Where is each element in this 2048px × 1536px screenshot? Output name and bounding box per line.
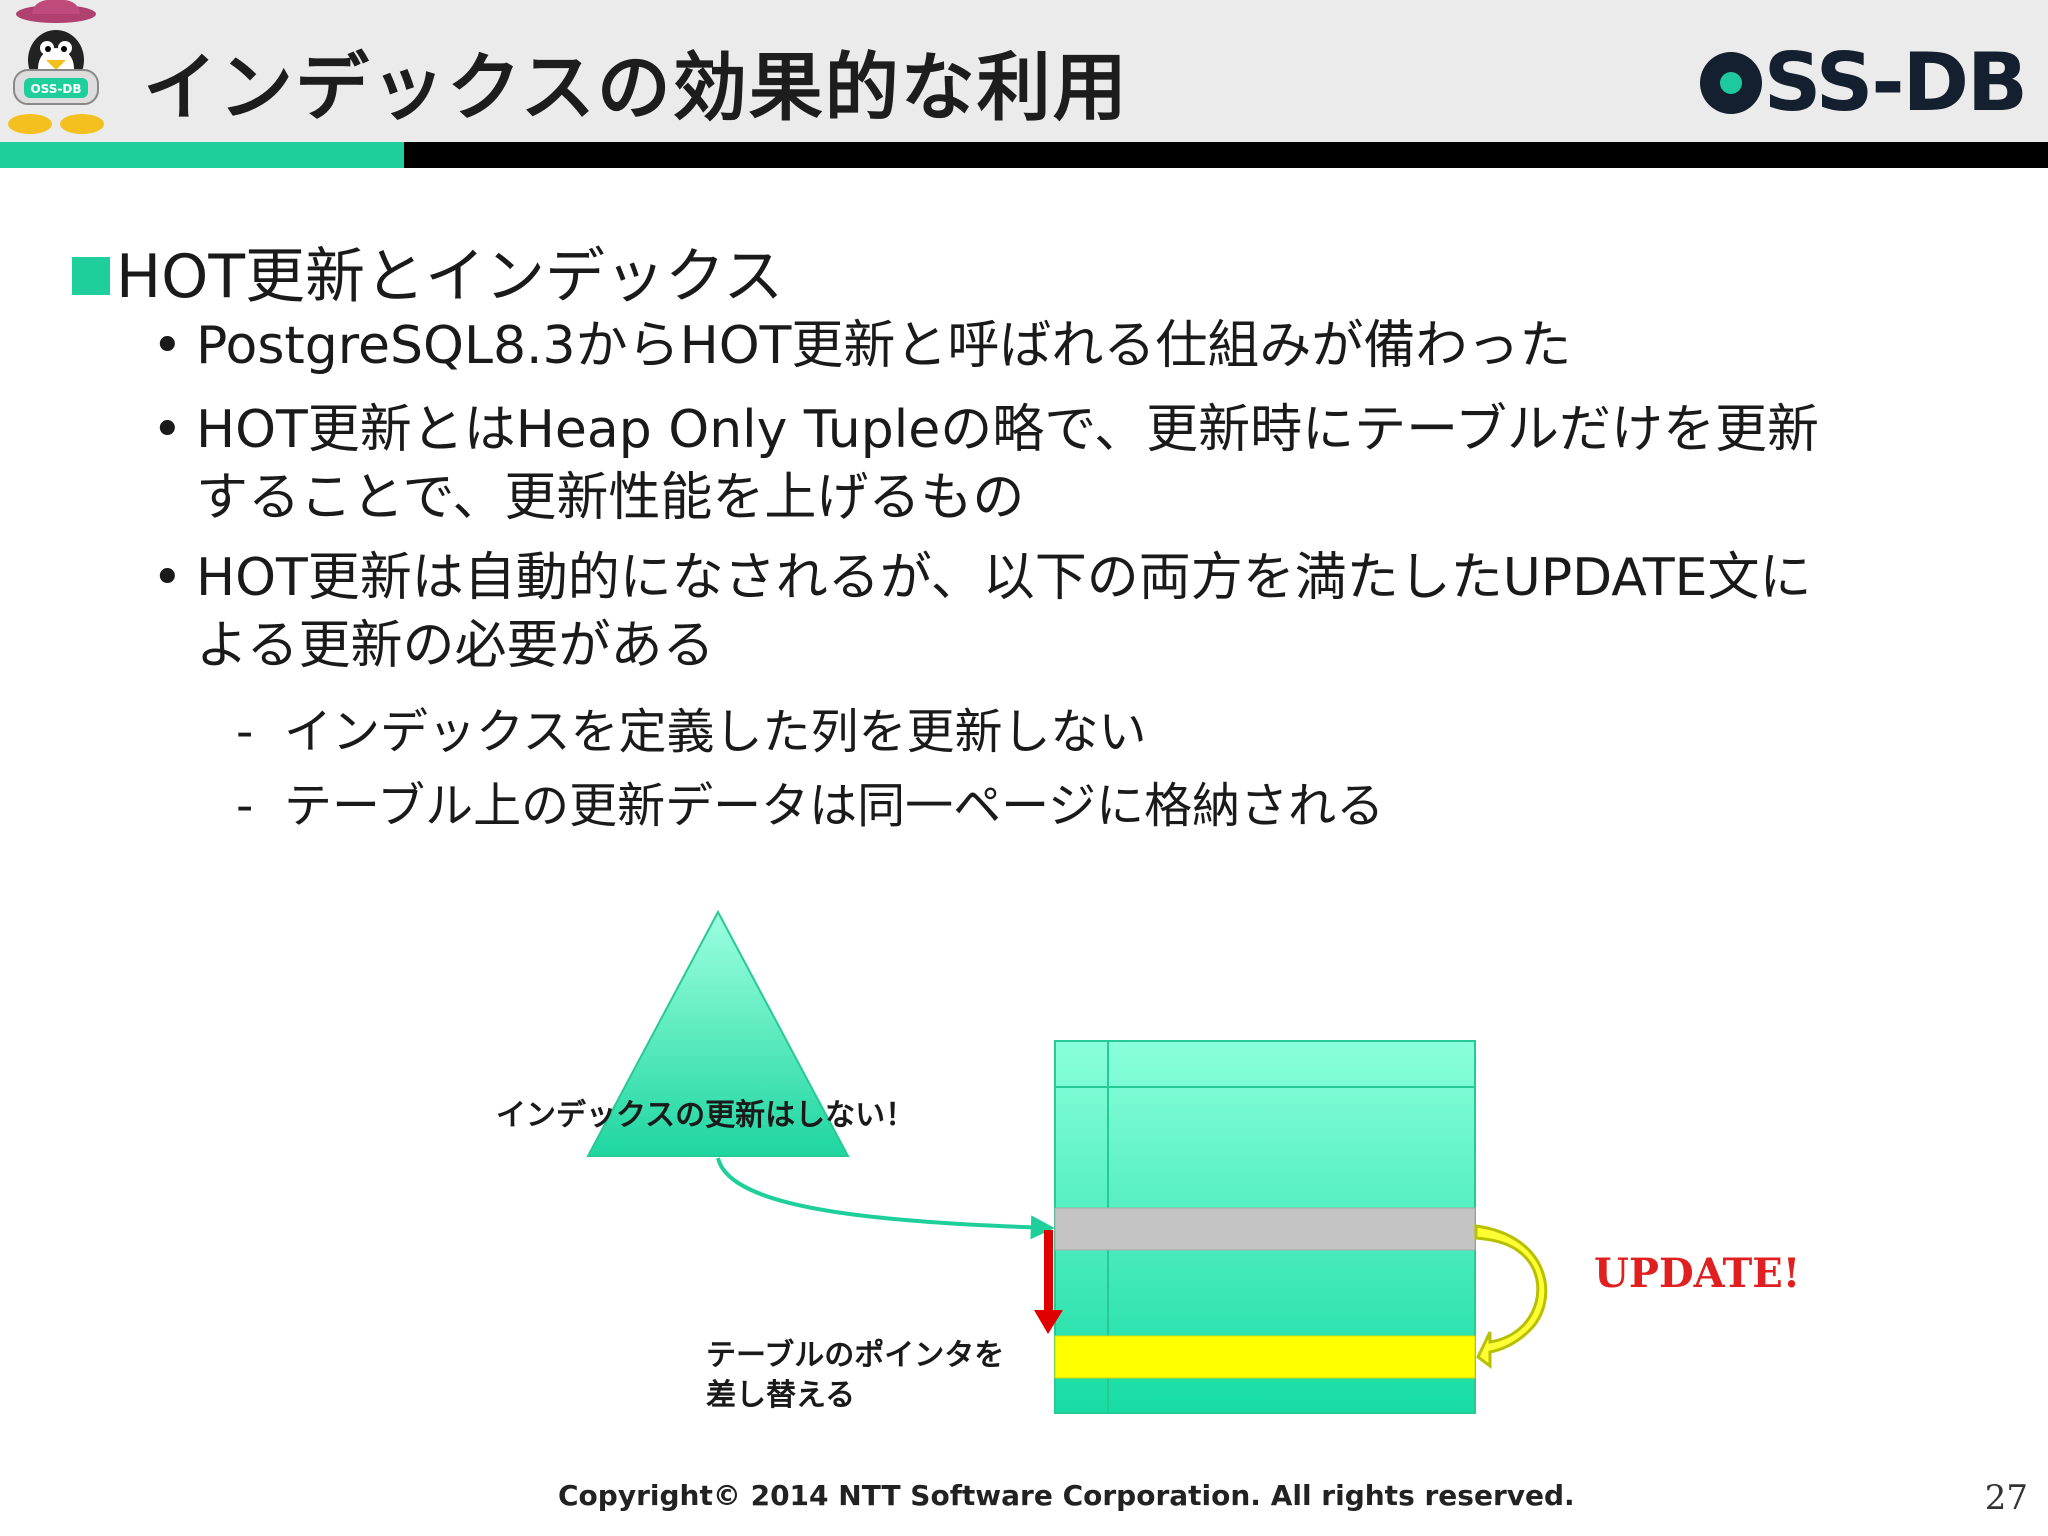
dash-bullet-icon: - — [236, 778, 254, 834]
bullet-item: •HOT更新とはHeap Only Tupleの略で、更新時にテーブルだけを更新… — [152, 396, 1819, 532]
bullet-item: •HOT更新は自動的になされるが、以下の両方を満たしたUPDATE文に よる更新… — [152, 544, 1811, 680]
bullet-dot-icon: • — [152, 400, 183, 460]
bullet-text: HOT更新は自動的になされるが、以下の両方を満たしたUPDATE文に — [196, 548, 1812, 608]
penguin-mascot-icon: OSS-DB — [8, 0, 104, 134]
dash-bullet-icon: - — [236, 704, 254, 760]
sub-bullet-text: インデックスを定義した列を更新しない — [284, 704, 1147, 760]
index-pointer-arrow — [716, 1157, 1055, 1240]
logo-text: SS-DB — [1763, 36, 2028, 129]
bullet-dot-icon: • — [152, 316, 183, 376]
bullet-item: •PostgreSQL8.3からHOT更新と呼ばれる仕組みが備わった — [152, 312, 1571, 380]
update-label: UPDATE! — [1594, 1250, 1801, 1297]
pointer-label-line2: 差し替える — [706, 1378, 856, 1413]
update-curve-arrow — [1474, 1224, 1548, 1369]
section-heading: HOT更新とインデックス — [72, 228, 783, 315]
pointer-replace-arrow — [1034, 1230, 1063, 1334]
bullet-text: HOT更新とはHeap Only Tupleの略で、更新時にテーブルだけを更新 — [196, 400, 1820, 460]
table-block — [1054, 1040, 1476, 1414]
mascot-badge-text: OSS-DB — [30, 82, 81, 96]
old-row — [1054, 1207, 1476, 1251]
section-heading-text: HOT更新とインデックス — [116, 242, 784, 312]
new-row — [1054, 1335, 1476, 1379]
bullet-text-continued: よる更新の必要がある — [196, 616, 715, 676]
slide-title: インデックスの効果的な利用 — [143, 45, 1129, 131]
bullet-dot-icon: • — [152, 548, 183, 608]
sub-bullet-text: テーブル上の更新データは同一ページに格納される — [284, 778, 1385, 834]
bullet-text: PostgreSQL8.3からHOT更新と呼ばれる仕組みが備わった — [196, 316, 1572, 376]
index-no-update-label: インデックスの更新はしない！ — [496, 1098, 916, 1133]
header-band-dark — [404, 142, 2048, 168]
oss-db-logo: SS-DB — [1699, 36, 2028, 129]
square-bullet-icon — [72, 257, 110, 295]
sub-bullet-item: -テーブル上の更新データは同一ページに格納される — [236, 766, 1384, 836]
page-number: 27 — [1984, 1478, 2028, 1518]
sub-bullet-item: -インデックスを定義した列を更新しない — [236, 692, 1147, 762]
copyright-text: Copyright© 2014 NTT Software Corporation… — [558, 1479, 1575, 1512]
pointer-label-line1: テーブルのポインタを — [706, 1338, 1005, 1373]
logo-o-icon — [1699, 52, 1762, 114]
slide-header: OSS-DB インデックスの効果的な利用 SS-DB — [0, 0, 2048, 142]
bullet-text-continued: することで、更新性能を上げるもの — [196, 468, 1025, 528]
header-band-accent — [0, 142, 404, 168]
